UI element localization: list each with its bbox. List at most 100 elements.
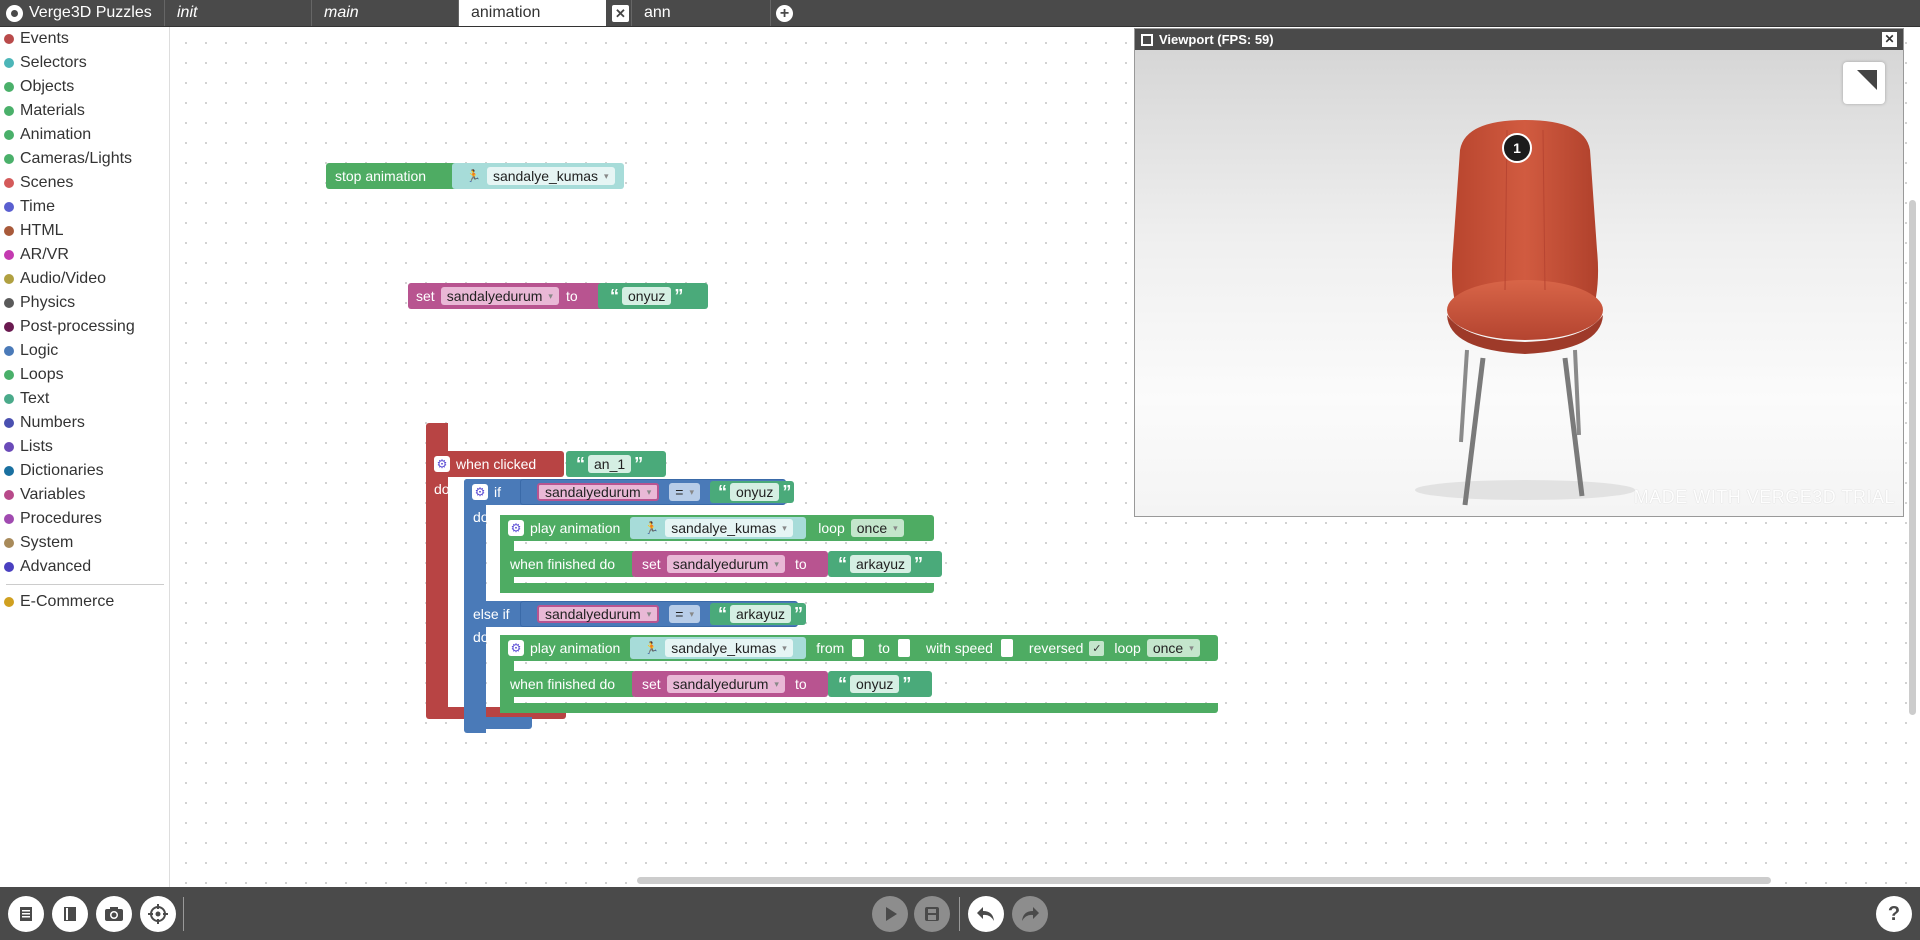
screenshot-button[interactable] [96,896,132,932]
gear-icon[interactable]: ⚙ [508,520,524,536]
sidebar-item-audio-video[interactable]: Audio/Video [0,267,169,291]
text-block[interactable]: “ an_1 ” [566,451,666,477]
play-animation-block[interactable]: ⚙ play animation 🏃 sandalye_kumas loop o… [500,515,934,541]
add-tab-button[interactable]: + [770,0,798,26]
operator-dropdown[interactable]: = [669,605,700,623]
sidebar-item-time[interactable]: Time [0,195,169,219]
text-block[interactable]: “ onyuz ” [709,481,795,503]
text-block[interactable]: “ onyuz ” [828,671,932,697]
sidebar-item-selectors[interactable]: Selectors [0,51,169,75]
annotation-marker[interactable]: 1 [1502,133,1532,163]
text-field[interactable]: onyuz [729,483,780,501]
set-variable-block[interactable]: set sandalyedurum to [632,671,828,697]
text-block[interactable]: “ onyuz ” [598,283,708,309]
help-button[interactable]: ? [1876,896,1912,932]
tab-main[interactable]: main [311,0,458,26]
variable-dropdown[interactable]: sandalyedurum [537,483,660,501]
sidebar-item-procedures[interactable]: Procedures [0,507,169,531]
gear-icon[interactable]: ⚙ [472,484,488,500]
text-field[interactable]: an_1 [588,455,632,473]
sidebar-item-ecommerce[interactable]: E-Commerce [0,590,169,614]
text-block[interactable]: “ arkayuz ” [828,551,942,577]
object-selector-block[interactable]: 🏃 sandalye_kumas [630,637,807,659]
sidebar-item-label: Time [20,198,55,215]
file-menu-button[interactable] [8,896,44,932]
tab-ann[interactable]: ann [631,0,770,26]
center-view-button[interactable] [140,896,176,932]
sidebar-item-system[interactable]: System [0,531,169,555]
sidebar-item-physics[interactable]: Physics [0,291,169,315]
tab-init[interactable]: init [164,0,311,26]
3d-scene[interactable]: 1 MADE WITH VERGE3D TRIAL [1135,50,1903,516]
sidebar-item-objects[interactable]: Objects [0,75,169,99]
if-block[interactable]: ⚙ if [464,479,526,505]
text-block[interactable]: “ arkayuz ” [709,603,807,625]
horizontal-scrollbar[interactable] [637,877,1771,884]
tab-animation[interactable]: animation ✕ [458,0,629,26]
sidebar-item-post-processing[interactable]: Post-processing [0,315,169,339]
undo-button[interactable] [968,896,1004,932]
sidebar-item-variables[interactable]: Variables [0,483,169,507]
app-brand[interactable]: Verge3D Puzzles [0,0,164,26]
sidebar-item-loops[interactable]: Loops [0,363,169,387]
sidebar-item-cameras-lights[interactable]: Cameras/Lights [0,147,169,171]
crosshair-icon [148,904,168,924]
vertical-scrollbar[interactable] [1909,200,1916,715]
object-selector-block[interactable]: 🏃 sandalye_kumas [452,163,624,189]
category-dot-icon [4,154,14,164]
sidebar-item-events[interactable]: Events [0,27,169,51]
loop-dropdown[interactable]: once [850,519,904,537]
text-field[interactable]: onyuz [622,287,672,305]
text-field[interactable]: onyuz [850,675,900,693]
library-button[interactable] [52,896,88,932]
sidebar-item-scenes[interactable]: Scenes [0,171,169,195]
category-dot-icon [4,597,14,607]
sidebar-item-html[interactable]: HTML [0,219,169,243]
loop-dropdown[interactable]: once [1146,639,1200,657]
gear-icon[interactable]: ⚙ [434,456,450,472]
variable-dropdown[interactable]: sandalyedurum [440,287,559,305]
sidebar-item-label: Materials [20,102,85,119]
fullscreen-button[interactable] [1843,62,1885,104]
sidebar-item-materials[interactable]: Materials [0,99,169,123]
compare-block[interactable]: sandalyedurum = “ arkayuz ” [520,601,807,627]
reversed-checkbox[interactable]: ✓ [1089,640,1105,656]
set-variable-block[interactable]: set sandalyedurum to [632,551,828,577]
sidebar-item-advanced[interactable]: Advanced [0,555,169,579]
sidebar-item-text[interactable]: Text [0,387,169,411]
when-clicked-block[interactable]: ⚙ when clicked [426,451,564,477]
text-field[interactable]: arkayuz [850,555,912,573]
operator-dropdown[interactable]: = [669,483,700,501]
sidebar-item-numbers[interactable]: Numbers [0,411,169,435]
set-variable-block[interactable]: set sandalyedurum to [408,283,608,309]
run-button[interactable] [872,896,908,932]
variable-dropdown[interactable]: sandalyedurum [537,605,660,623]
redo-button[interactable] [1012,896,1048,932]
text-field[interactable]: arkayuz [729,605,792,623]
pause-icon[interactable] [1141,33,1153,46]
object-dropdown[interactable]: sandalye_kumas [486,167,615,185]
else-if-block[interactable]: else if [464,601,528,627]
sidebar-item-dictionaries[interactable]: Dictionaries [0,459,169,483]
close-tab-icon[interactable]: ✕ [612,5,629,22]
object-selector-block[interactable]: 🏃 sandalye_kumas [630,517,807,539]
variable-dropdown[interactable]: sandalyedurum [666,675,785,693]
sidebar-item-animation[interactable]: Animation [0,123,169,147]
sidebar-item-label: Audio/Video [20,270,106,287]
from-value-socket[interactable] [852,639,865,657]
variable-dropdown[interactable]: sandalyedurum [666,555,785,573]
sidebar-item-logic[interactable]: Logic [0,339,169,363]
play-animation-block[interactable]: ⚙ play animation 🏃 sandalye_kumas from t… [500,635,1218,661]
close-icon[interactable]: ✕ [1882,32,1897,47]
object-dropdown[interactable]: sandalye_kumas [665,519,793,537]
gear-icon[interactable]: ⚙ [508,640,524,656]
compare-block[interactable]: sandalyedurum = “ onyuz ” [520,479,795,505]
to-value-socket[interactable] [897,639,910,657]
object-dropdown[interactable]: sandalye_kumas [665,639,793,657]
sidebar-item-ar-vr[interactable]: AR/VR [0,243,169,267]
stop-animation-block[interactable]: stop animation [326,163,460,189]
save-button[interactable] [914,896,950,932]
block-label: when finished do [510,556,616,572]
sidebar-item-lists[interactable]: Lists [0,435,169,459]
speed-value-socket[interactable] [1000,639,1013,657]
